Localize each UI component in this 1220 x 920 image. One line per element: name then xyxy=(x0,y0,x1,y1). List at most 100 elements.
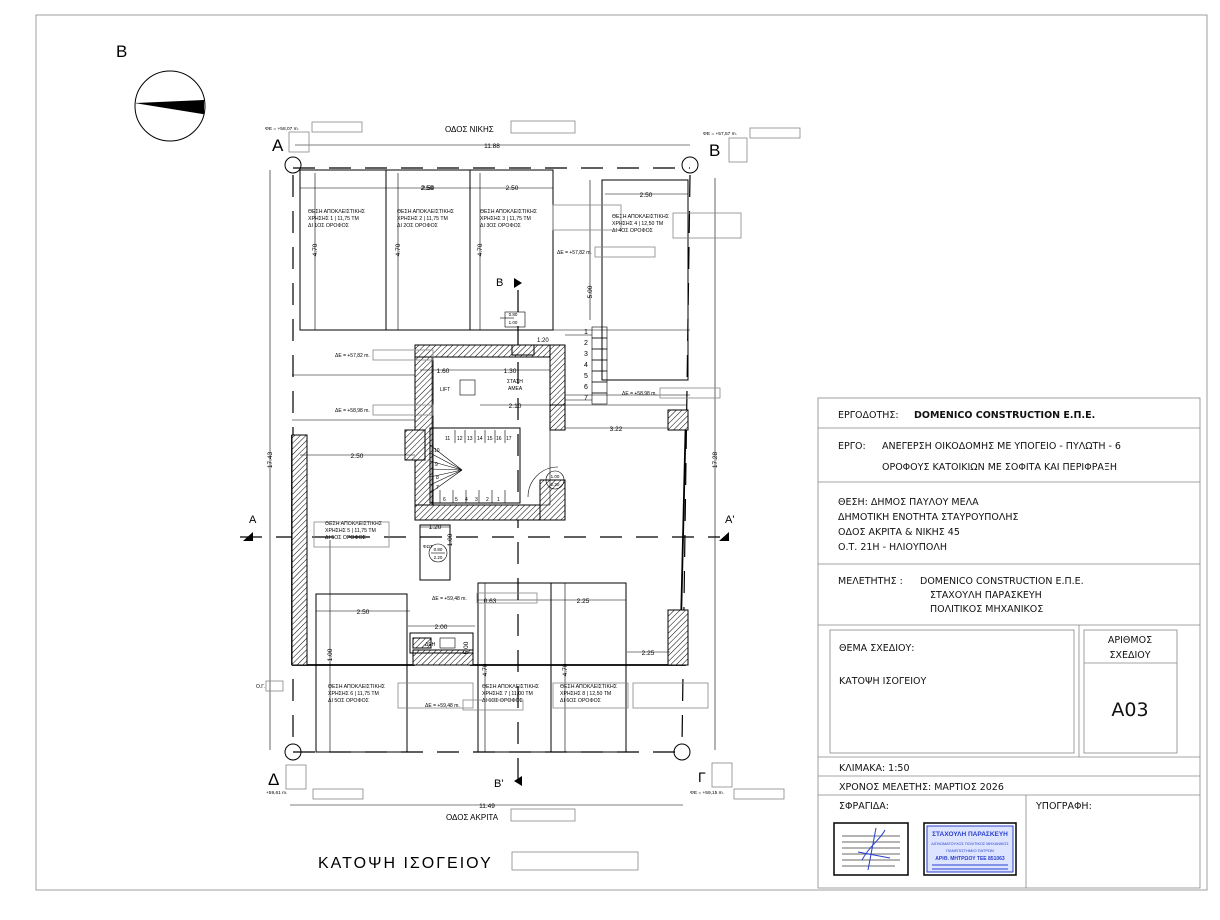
street-box xyxy=(510,120,576,134)
dimension-label: 4.70 xyxy=(477,243,484,256)
elevation-label: ΔΕ = +57,82 m. xyxy=(557,250,592,256)
stair-step xyxy=(591,326,608,339)
stair-step-number: 6 xyxy=(443,497,446,503)
dimension-label: 2.10 xyxy=(509,403,522,410)
plan-outline xyxy=(312,788,364,800)
corner-marker-icon xyxy=(681,156,699,174)
section-arrow-icon xyxy=(719,532,729,541)
plan-outline xyxy=(733,788,785,800)
parking-space-label: ΧΡΗΣΗΣ 3 | 11,75 ΤΜ xyxy=(480,216,531,222)
dimension-label: 1.60 xyxy=(437,368,450,375)
parking-bay xyxy=(601,179,689,381)
dei-label: ΔΕΗ xyxy=(425,642,436,648)
project-line-2: ΟΡΟΦΟΥΣ ΚΑΤΟΙΚΙΩΝ ΜΕ ΣΟΦΙΤΑ ΚΑΙ ΠΕΡΙΦΡΑΞ… xyxy=(882,462,1117,473)
subject-value: ΚΑΤΟΨΗ ΙΣΟΓΕΙΟΥ xyxy=(839,676,927,687)
subject-label: ΘΕΜΑ ΣΧΕΔΙΟΥ: xyxy=(839,643,915,654)
drawing-number: A03 xyxy=(1111,699,1148,721)
dimension-label: 0.63 xyxy=(484,598,497,605)
parking-space-label: ΔΙ 6ΟΣ ΟΡΟΦΟΣ xyxy=(560,698,601,704)
signature-label: ΥΠΟΓΡΑΦΗ: xyxy=(1035,801,1092,812)
plan-outline xyxy=(311,121,363,133)
stair-step-number: 4 xyxy=(465,497,468,503)
amea-label: ΣΤΑΣΗ xyxy=(507,379,523,385)
parking-space-label: ΧΡΗΣΗΣ 8 | 12,50 ΤΜ xyxy=(560,691,611,697)
elevation-box xyxy=(372,404,434,416)
stair-step xyxy=(591,392,608,405)
parking-space-label: ΧΡΗΣΗΣ 6 | 11,75 ΤΜ xyxy=(328,691,379,697)
plan-line xyxy=(429,444,463,471)
label-box xyxy=(672,212,742,239)
wall-hatch xyxy=(667,609,689,666)
dimension-label: 17.28 xyxy=(712,451,719,468)
dimension-label: 2.50 xyxy=(351,453,364,460)
client-name: DOMENICO CONSTRUCTION Ε.Π.Ε. xyxy=(914,410,1095,421)
window-dimension-label: 1.20 xyxy=(537,338,549,344)
stair-step-number: 13 xyxy=(467,436,473,442)
wall-hatch xyxy=(549,404,566,431)
plan-line xyxy=(429,469,463,494)
sheet-border xyxy=(35,14,1208,891)
elevation-label: ΔΕ = +59,48 m. xyxy=(432,596,467,602)
corner-elevation: ΦΕ = +58,07 m. xyxy=(265,126,299,132)
dimension-label: 11.88 xyxy=(484,143,500,150)
parking-space-label: ΧΡΗΣΗΣ 5 | 11,75 ΤΜ xyxy=(325,528,376,534)
corner-marker-icon xyxy=(673,743,691,761)
elevation-box xyxy=(594,246,656,258)
label-box xyxy=(397,682,474,709)
wall-hatch xyxy=(412,649,474,666)
project-label: ΕΡΓΟ: xyxy=(838,441,866,452)
plan-line xyxy=(429,468,463,471)
amea-label: ΑΜΕΑ xyxy=(508,386,523,392)
section-marker-a: A xyxy=(249,514,257,526)
designer-line: DOMENICO CONSTRUCTION Ε.Π.Ε. xyxy=(920,576,1084,587)
stair-step-number: 6 xyxy=(584,384,588,391)
parking-space-label: ΧΡΗΣΗΣ 2 | 11,75 ΤΜ xyxy=(397,216,448,222)
stair-step-number: 11 xyxy=(445,436,450,442)
wall-hatch xyxy=(291,434,308,666)
parking-space-label: ΘΕΣΗ ΑΠΟΚΛΕΙΣΤΙΚΗΣ xyxy=(308,209,365,215)
drawing-number-label: ΑΡΙΘΜΟΣ xyxy=(1108,635,1152,646)
wall-hatch xyxy=(404,429,426,461)
plan-line xyxy=(429,469,463,486)
plan-outline xyxy=(265,680,284,692)
corner-letter: B xyxy=(116,42,127,61)
study-date: ΧΡΟΝΟΣ ΜΕΛΕΤΗΣ: ΜΑΡΤΙΟΣ 2026 xyxy=(839,782,1004,793)
drawing-number-label: ΣΧΕΔΙΟΥ xyxy=(1109,650,1150,661)
og-label: Ο.Γ. xyxy=(256,684,265,690)
parking-space-label: ΘΕΣΗ ΑΠΟΚΛΕΙΣΤΙΚΗΣ xyxy=(560,684,617,690)
label-box xyxy=(552,682,629,709)
stair-step-number: 2 xyxy=(584,340,588,347)
plan-outline xyxy=(288,131,310,153)
stair-step-number: 7 xyxy=(584,395,588,402)
dimension-label: 4.70 xyxy=(482,663,489,676)
stair-step xyxy=(591,348,608,361)
dimension-label: 3.22 xyxy=(610,426,623,433)
stair-step-number: 10 xyxy=(434,448,440,454)
lift-label: LIFT xyxy=(440,387,450,393)
drawing-title: ΚΑΤΟΨΗ ΙΣΟΓΕΙΟΥ xyxy=(318,855,493,872)
opening-box xyxy=(504,311,526,328)
dimension-label: 2.25 xyxy=(642,650,655,657)
parking-space-label: ΔΙ 1ΟΣ ΟΡΟΦΟΣ xyxy=(308,223,349,229)
wall-hatch xyxy=(549,344,566,406)
parking-space-label: ΧΡΗΣΗΣ 1 | 11,75 ΤΜ xyxy=(308,216,359,222)
parking-space-label: ΘΕΣΗ ΑΠΟΚΛΕΙΣΤΙΚΗΣ xyxy=(325,521,382,527)
stair-step xyxy=(591,359,608,372)
label-box xyxy=(632,682,709,709)
north-arrow-icon xyxy=(134,70,206,142)
opening-width: 1.00 xyxy=(551,474,560,479)
elevation-box xyxy=(462,699,524,711)
parking-bay xyxy=(315,593,408,753)
stair-step-number: 14 xyxy=(477,436,483,442)
dimension-label: 1.00 xyxy=(447,533,454,546)
stamp-line: ΔΙΠΛΩΜΑΤΟΥΧΟΣ ΠΟΛΙΤΙΚΟΣ ΜΗΧΑΝΙΚΟΣ xyxy=(931,842,1009,846)
parking-space-label: ΧΡΗΣΗΣ 7 | 11,00 ΤΜ xyxy=(482,691,533,697)
stair-step-number: 1 xyxy=(497,497,500,503)
parking-space-label: ΔΙ 2ΟΣ ΟΡΟΦΟΣ xyxy=(397,223,438,229)
engineer-stamp: ΣΤΑΧΟΥΛΗ ΠΑΡΑΣΚΕΥΗ ΔΙΠΛΩΜΑΤΟΥΧΟΣ ΠΟΛΙΤΙΚ… xyxy=(923,822,1017,876)
stair-step-number: 8 xyxy=(436,475,439,481)
location-line: ΟΔΟΣ ΑΚΡΙΤΑ & ΝΙΚΗΣ 45 xyxy=(838,527,960,538)
stair-step-number: 7 xyxy=(436,485,439,491)
dimension-label: 1.00 xyxy=(327,648,334,661)
stair-step-number: 12 xyxy=(457,436,463,442)
